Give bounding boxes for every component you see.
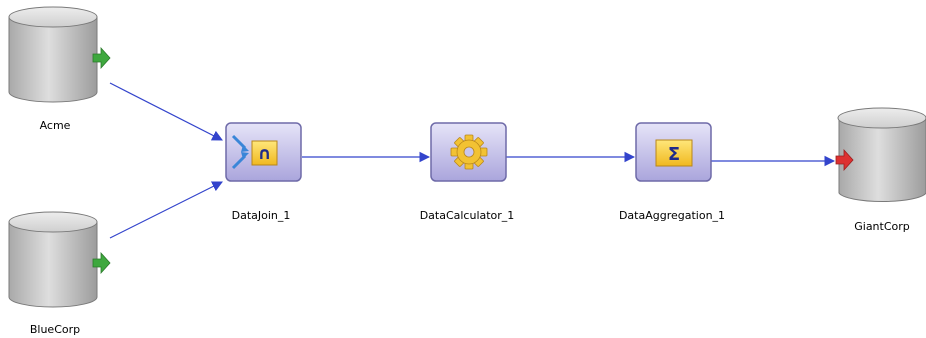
- database-cylinder-icon: [8, 6, 98, 103]
- source-label-acme: Acme: [40, 119, 71, 132]
- flow-acme-to-datajoin[interactable]: [109, 82, 223, 141]
- sigma-icon: Σ: [655, 139, 693, 167]
- output-port-icon[interactable]: [92, 46, 111, 70]
- transform-label-dataaggregation: DataAggregation_1: [619, 209, 725, 222]
- transform-label-datacalculator: DataCalculator_1: [420, 209, 515, 222]
- transform-datacalculator[interactable]: DataCalculator_1: [420, 122, 515, 222]
- output-port-icon[interactable]: [92, 251, 111, 275]
- source-acme[interactable]: Acme: [8, 6, 111, 132]
- source-label-bluecorp: BlueCorp: [30, 323, 80, 336]
- transform-dataaggregation[interactable]: Σ DataAggregation_1: [619, 122, 725, 222]
- sigma-glyph: Σ: [668, 144, 680, 165]
- transform-datajoin[interactable]: ∩ DataJoin_1: [225, 122, 302, 222]
- target-giantcorp[interactable]: GiantCorp: [835, 107, 926, 233]
- gear-icon: [450, 134, 488, 170]
- input-port-icon[interactable]: [835, 148, 854, 172]
- source-bluecorp[interactable]: BlueCorp: [8, 211, 111, 336]
- database-cylinder-icon: [837, 107, 926, 202]
- join-icon: ∩: [231, 134, 278, 170]
- transform-label-datajoin: DataJoin_1: [232, 209, 291, 222]
- join-glyph: ∩: [258, 144, 272, 164]
- flow-connectors: [109, 82, 836, 239]
- target-label-giantcorp: GiantCorp: [854, 220, 910, 233]
- flow-bluecorp-to-datajoin[interactable]: [109, 181, 223, 239]
- database-cylinder-icon: [8, 211, 98, 308]
